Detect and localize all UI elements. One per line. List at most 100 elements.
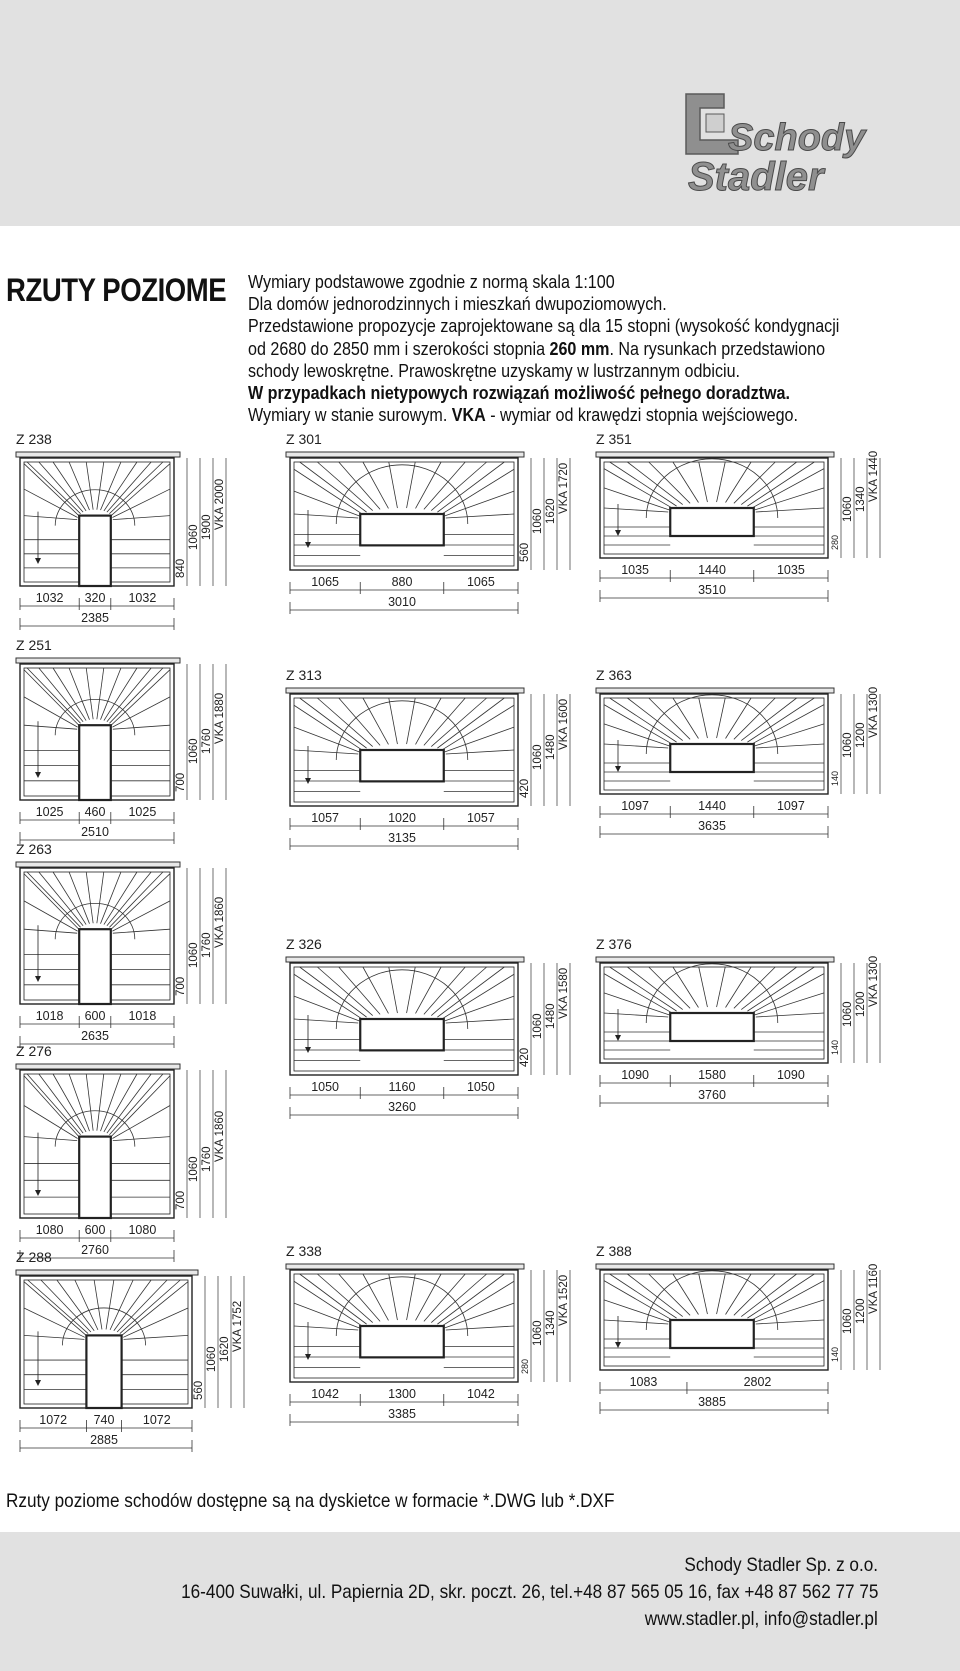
dimension-label: 1025 [128,805,156,819]
stair-treads [293,461,515,556]
height-dimension: 280 [830,535,840,550]
dimension-label: 1057 [467,811,495,825]
dimension-label: 1035 [621,563,649,577]
height-dimension: 1060 [188,738,200,764]
height-dimension: VKA 1880 [214,693,226,744]
dimension-label: 1065 [311,575,339,589]
dimension-label: 1065 [467,575,495,589]
plan-label: Z 251 [16,637,52,653]
height-dimension: 1480 [545,1003,557,1029]
height-dimension: 1060 [206,1346,218,1372]
height-dimension: VKA 1860 [214,897,226,948]
plan-label: Z 338 [286,1243,322,1259]
dimension-total: 2510 [81,825,109,839]
dimension-label: 1072 [143,1413,171,1427]
height-dimension: 1060 [532,508,544,534]
height-dimension: 140 [830,1040,840,1055]
height-dimension: 280 [520,1359,530,1374]
dimension-total: 3010 [388,595,416,609]
height-dimension: VKA 1860 [214,1111,226,1162]
dimension-label: 1440 [698,799,726,813]
dimension-label: 1042 [467,1387,495,1401]
dimension-total: 3760 [698,1088,726,1102]
footer-company: Schody Stadler Sp. z o.o. [684,1554,878,1576]
height-dimension: VKA 1580 [558,968,570,1019]
footer-band: Schody Stadler Sp. z o.o. 16-400 Suwałki… [0,1532,960,1671]
svg-text:Schody: Schody [728,117,867,159]
stair-treads [603,458,825,546]
height-dimension: 1060 [842,1001,854,1027]
height-dimension: 840 [175,559,187,578]
stair-treads [293,697,515,792]
height-dimension: 1340 [545,1310,557,1336]
bottom-note: Rzuty poziome schodów dostępne są na dys… [6,1490,615,1512]
height-dimension: 1760 [201,728,213,754]
dimension-label: 1090 [621,1068,649,1082]
dimension-label: 1097 [621,799,649,813]
dimension-label: 2802 [744,1375,772,1389]
dimension-total: 3135 [388,831,416,845]
dimension-label: 1440 [698,563,726,577]
height-dimension: 560 [519,543,531,562]
dimension-label: 600 [85,1009,106,1023]
plan-label: Z 301 [286,431,322,447]
stair-treads [23,461,171,569]
dimension-label: 1032 [36,591,64,605]
plan-label: Z 363 [596,667,632,683]
dimension-label: 1160 [389,1080,416,1094]
stair-treads [23,1279,189,1390]
height-dimension: VKA 1752 [232,1301,244,1352]
dimension-label: 1035 [777,563,805,577]
footer-contact: www.stadler.pl, info@stadler.pl [645,1608,878,1630]
company-logo: Schody Stadler [685,93,868,200]
dimension-label: 460 [85,805,106,819]
dimension-label: 320 [85,591,106,605]
height-dimension: 1060 [532,1013,544,1039]
height-dimension: 1200 [855,722,867,748]
height-dimension: 1060 [188,942,200,968]
stair-treads [293,1273,515,1368]
dimension-label: 1057 [311,811,339,825]
dimension-label: 880 [392,575,413,589]
plan-label: Z 288 [16,1249,52,1265]
dimension-label: 1018 [36,1009,64,1023]
height-dimension: 1760 [201,932,213,958]
height-dimension: 700 [175,1191,187,1210]
plan-label: Z 376 [596,936,632,952]
height-dimension: 1060 [532,744,544,770]
dimension-total: 2635 [81,1029,109,1043]
height-dimension: 1060 [842,732,854,758]
height-dimension: 1060 [532,1320,544,1346]
height-dimension: 1200 [855,1298,867,1324]
dimension-label: 1018 [128,1009,156,1023]
plan-label: Z 238 [16,431,52,447]
plan-label: Z 313 [286,667,322,683]
dimension-label: 1072 [39,1413,67,1427]
height-dimension: 1620 [545,498,557,524]
dimension-label: 740 [94,1413,115,1427]
stair-treads [603,694,825,782]
height-dimension: VKA 2000 [214,479,226,530]
dimension-total: 3510 [698,583,726,597]
height-dimension: VKA 1520 [558,1275,570,1326]
dimension-label: 1580 [698,1068,726,1082]
dimension-total: 2885 [90,1433,118,1447]
height-dimension: 700 [175,773,187,792]
footer-address: 16-400 Suwałki, ul. Papiernia 2D, skr. p… [180,1581,878,1603]
plan-label: Z 388 [596,1243,632,1259]
dimension-total: 3635 [698,819,726,833]
dimension-label: 600 [85,1223,106,1237]
height-dimension: VKA 1440 [868,451,880,502]
height-dimension: 1340 [855,486,867,512]
header-band [0,0,960,226]
dimension-total: 3260 [388,1100,416,1114]
dimension-label: 1042 [311,1387,339,1401]
